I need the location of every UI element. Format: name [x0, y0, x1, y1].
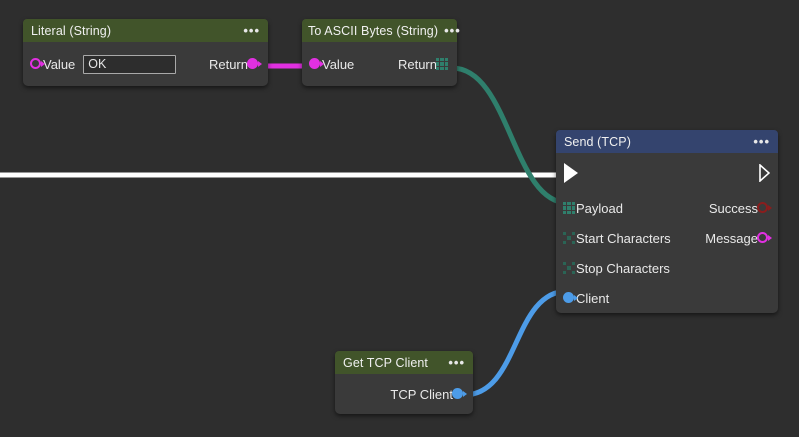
row-exec [556, 153, 778, 193]
row-tcp-client-output: TCP Client [335, 374, 473, 414]
pin-label-payload: Payload [576, 200, 623, 216]
node-body-send-tcp: Payload Success Start Characters Message [556, 153, 778, 313]
node-header-literal[interactable]: Literal (String) ••• [23, 19, 268, 42]
row-literal-value: Value Return [23, 42, 268, 86]
node-header-send-tcp[interactable]: Send (TCP) ••• [556, 130, 778, 153]
node-title-to-ascii: To ASCII Bytes (String) [308, 23, 439, 38]
exec-input-triangle-icon[interactable] [564, 163, 578, 183]
circle-filled-magenta-icon[interactable] [246, 56, 262, 72]
circle-filled-magenta-icon[interactable] [308, 56, 324, 72]
node-body-get-tcp-client: TCP Client [335, 374, 473, 414]
pin-label-return: Return [397, 56, 437, 72]
pin-label-message: Message [705, 230, 758, 246]
circle-filled-blue-icon[interactable] [562, 290, 578, 306]
row-start-characters-message: Start Characters Message [556, 223, 778, 253]
node-body-to-ascii: Value Return [302, 42, 457, 86]
array-hollow-icon[interactable] [562, 230, 578, 246]
node-menu-dots-icon[interactable]: ••• [448, 354, 465, 370]
node-title-get-tcp-client: Get TCP Client [343, 355, 428, 370]
node-literal-string[interactable]: Literal (String) ••• Value Return [23, 19, 268, 86]
pin-label-start-characters: Start Characters [576, 230, 671, 246]
node-title-literal: Literal (String) [31, 23, 112, 38]
row-to-ascii-value: Value Return [302, 42, 457, 86]
array-filled-icon[interactable] [562, 200, 578, 216]
circle-filled-blue-icon[interactable] [451, 386, 467, 402]
node-menu-dots-icon[interactable]: ••• [243, 22, 260, 38]
node-header-to-ascii[interactable]: To ASCII Bytes (String) ••• [302, 19, 460, 42]
circle-hollow-magenta-icon[interactable] [29, 56, 45, 72]
node-to-ascii-bytes-string[interactable]: To ASCII Bytes (String) ••• Value Return [302, 19, 460, 86]
pin-label-value: Value [43, 56, 76, 72]
node-header-get-tcp-client[interactable]: Get TCP Client ••• [335, 351, 473, 374]
pin-label-tcp-client: TCP Client [390, 386, 453, 402]
pin-label-return: Return [208, 56, 248, 72]
node-menu-dots-icon[interactable]: ••• [444, 22, 461, 38]
array-hollow-icon[interactable] [562, 260, 578, 276]
row-payload-success: Payload Success [556, 193, 778, 223]
pin-label-success: Success [708, 200, 758, 216]
row-stop-characters: Stop Characters [556, 253, 778, 283]
value-text-input[interactable] [83, 54, 177, 74]
node-get-tcp-client[interactable]: Get TCP Client ••• TCP Client [335, 351, 473, 414]
node-menu-dots-icon[interactable]: ••• [753, 133, 770, 149]
pin-label-stop-characters: Stop Characters [576, 260, 670, 276]
exec-output-triangle-icon[interactable] [759, 163, 771, 183]
circle-hollow-darkred-icon[interactable] [756, 200, 772, 216]
row-client: Client [556, 283, 778, 313]
circle-hollow-magenta-icon[interactable] [756, 230, 772, 246]
pin-label-client: Client [576, 290, 610, 306]
node-body-literal: Value Return [23, 42, 268, 86]
array-filled-icon[interactable] [435, 56, 451, 72]
wire-tcpclient-to-client [461, 288, 571, 398]
pin-label-value: Value [322, 56, 355, 72]
node-title-send-tcp: Send (TCP) [564, 134, 631, 149]
node-send-tcp[interactable]: Send (TCP) ••• Payload [556, 130, 778, 313]
wire-ascii-to-payload [449, 65, 571, 206]
